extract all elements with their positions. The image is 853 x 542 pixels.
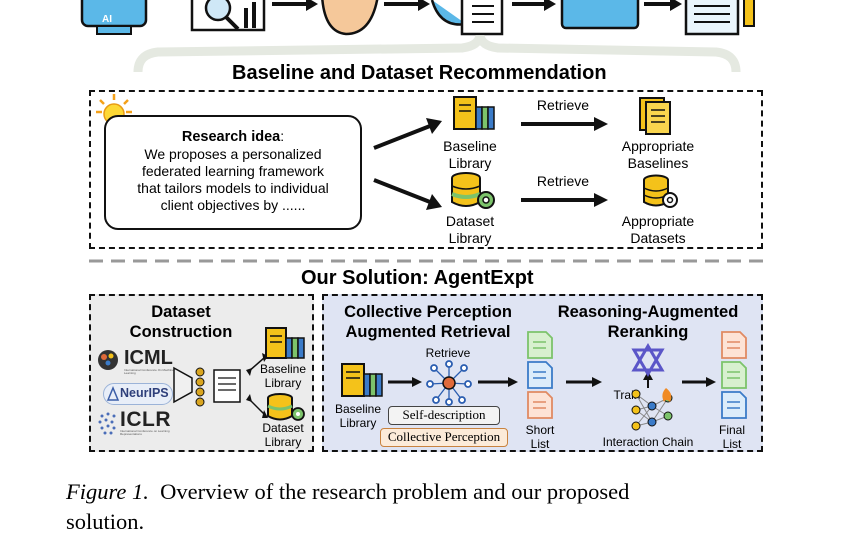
interaction-chain-label: Interaction Chain: [602, 435, 694, 449]
document-pencil-icon: [684, 0, 755, 36]
ai-label: AI: [102, 14, 112, 25]
final-list-documents-icon: [721, 331, 747, 419]
neurips-icon: [106, 386, 120, 401]
retrieve-label: Retrieve: [536, 173, 590, 189]
human-head-icon: [321, 0, 379, 36]
iclr-sublabel: International Conference on Learning Rep…: [120, 429, 170, 436]
caption-line-2: solution.: [66, 509, 145, 534]
dc-baseline-library-icon: [265, 327, 305, 359]
ai-monitor-icon: [80, 0, 148, 35]
dataset-library-icon: [451, 172, 495, 209]
iclr-label: ICLR: [120, 408, 171, 431]
short-list-documents-icon: [527, 331, 553, 419]
baseline-library-icon: [453, 96, 495, 130]
neurips-label: NeurIPS: [120, 386, 169, 400]
research-idea-line: federated learning framework: [141, 163, 325, 179]
research-idea-heading: Research idea:: [181, 128, 285, 145]
pipeline-bracket: [133, 34, 741, 73]
research-idea-line: that tailors models to individual: [137, 180, 329, 196]
caption-text: Overview of the research problem and our…: [160, 479, 630, 504]
research-idea-line: client objectives by ......: [160, 197, 306, 213]
caption-line-1: Figure 1. Overview of the research probl…: [66, 477, 766, 507]
flame-icon: [662, 388, 672, 402]
figure-caption: Figure 1. Overview of the research probl…: [66, 477, 766, 537]
solution-title: Our Solution: AgentExpt: [301, 267, 534, 289]
extracted-document-icon: [213, 369, 241, 403]
neural-brain-icon: [426, 360, 472, 406]
figure-label: Figure 1.: [66, 479, 149, 504]
llm-logo-icon: [631, 343, 665, 377]
clipboard-icon: [430, 0, 504, 36]
research-idea-box: Research idea: We proposes a personalize…: [104, 115, 362, 230]
appropriate-datasets-icon: [643, 174, 678, 208]
icml-label: ICML: [124, 347, 173, 369]
appropriate-baselines-icon: [639, 97, 671, 135]
monitor-icon: [560, 0, 640, 30]
dc-dataset-library-icon: [267, 393, 305, 421]
construction-funnel: [173, 366, 241, 407]
magnifier-chart-icon: [190, 0, 266, 32]
funnel-icon: [173, 366, 193, 404]
self-description-pill: Self-description: [388, 406, 500, 425]
collective-perception-pill: Collective Perception: [380, 428, 508, 447]
recommendation-panel: [89, 90, 763, 249]
cp-baseline-library-icon: [341, 363, 383, 397]
retrieve-label: Retrieve: [425, 346, 471, 360]
iclr-logo-icon: [98, 412, 116, 435]
interaction-chain-network-icon: [631, 388, 673, 431]
neurips-logo: [103, 383, 173, 405]
retrieve-label: Retrieve: [536, 97, 590, 113]
top-pipeline-icons: [80, 0, 755, 73]
research-idea-line: We proposes a personalized: [144, 146, 322, 162]
icml-logo-icon: [98, 350, 118, 370]
recommendation-title: Baseline and Dataset Recommendation: [232, 62, 607, 84]
icml-sublabel: International Conference On Machine Lear…: [124, 368, 174, 375]
